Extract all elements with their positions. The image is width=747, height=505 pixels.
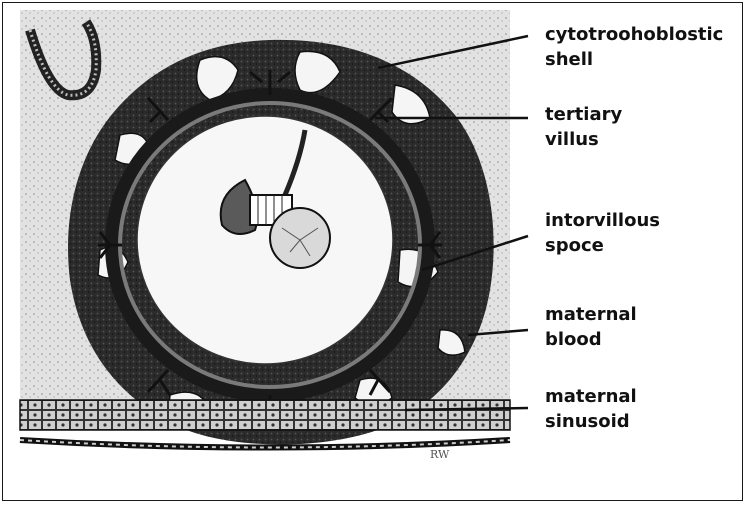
label-line: maternal (545, 384, 637, 409)
yolk-sac (270, 208, 330, 268)
label-line: maternal (545, 302, 637, 327)
label-line: tertiary (545, 102, 622, 127)
label-maternal-sinusoid: maternal sinusoid (545, 384, 637, 434)
label-line: shell (545, 47, 723, 72)
label-line: spoce (545, 233, 660, 258)
chorionic-cavity (137, 116, 393, 364)
label-line: blood (545, 327, 637, 352)
label-tertiary-villus: tertiary villus (545, 102, 622, 152)
label-cytotrophoblastic-shell: cytotroohoblostic shell (545, 22, 723, 72)
label-line: sinusoid (545, 409, 637, 434)
label-maternal-blood: maternal blood (545, 302, 637, 352)
label-line: intorvillous (545, 208, 660, 233)
label-line: cytotroohoblostic (545, 22, 723, 47)
label-intervillous-space: intorvillous spoce (545, 208, 660, 258)
label-line: villus (545, 127, 622, 152)
artist-signature: RW (430, 448, 450, 461)
